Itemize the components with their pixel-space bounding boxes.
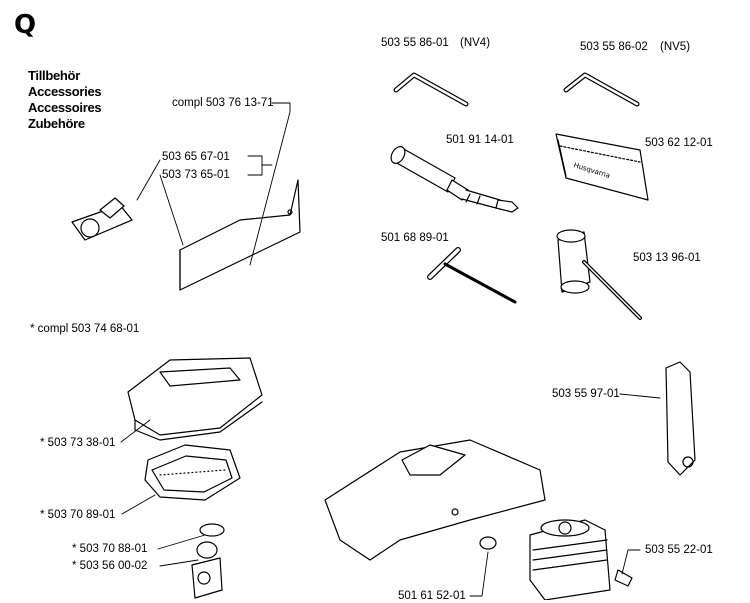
allen-key-nv5 <box>563 72 640 107</box>
leader-lines <box>120 102 661 597</box>
combination-spanner <box>556 229 642 320</box>
sprocket-cover <box>179 179 301 291</box>
label-nv4: (NV4) <box>460 37 491 49</box>
label-503-55-22-01: 503 55 22-01 <box>645 544 713 556</box>
label-501-91-14-01: 501 91 14-01 <box>446 134 514 146</box>
file-guide: Husqvarna <box>555 133 649 201</box>
label-nv5: (NV5) <box>660 41 691 53</box>
chain-brake-lever <box>71 197 133 241</box>
allen-key-nv4 <box>393 72 469 107</box>
air-filter <box>144 444 241 501</box>
cylinder <box>529 519 633 600</box>
section-letter: Q <box>14 10 37 40</box>
label-503-73-38-01: * 503 73 38-01 <box>40 437 116 449</box>
intake-gasket <box>191 523 225 599</box>
bar-guard <box>665 361 696 476</box>
label-compl-cover: compl 503 76 13-71 <box>172 97 274 109</box>
label-501-68-89-01: 501 68 89-01 <box>381 232 449 244</box>
label-503-13-96-01: 503 13 96-01 <box>633 252 701 264</box>
title-french: Accessoires <box>28 100 102 115</box>
label-503-55-86-02: 503 55 86-02 <box>580 41 648 53</box>
label-503-55-86-01: 503 55 86-01 <box>381 37 449 49</box>
grease-gun <box>390 146 519 213</box>
label-503-56-00-02: * 503 56 00-02 <box>72 560 148 572</box>
t-wrench <box>427 247 517 304</box>
label-501-61-52-01: 501 61 52-01 <box>398 590 466 602</box>
title-german: Zubehöre <box>28 116 85 131</box>
label-503-62-12-01: 503 62 12-01 <box>645 137 713 149</box>
label-503-73-65-01: 503 73 65-01 <box>162 169 230 181</box>
top-cover <box>324 439 546 561</box>
label-503-70-88-01: * 503 70 88-01 <box>72 543 148 555</box>
label-compl-filter-kit: * compl 503 74 68-01 <box>30 323 140 335</box>
label-503-55-97-01: 503 55 97-01 <box>552 388 620 400</box>
label-503-70-89-01: * 503 70 89-01 <box>40 509 116 521</box>
title-swedish: Tillbehör <box>28 68 80 83</box>
label-503-65-67-01: 503 65 67-01 <box>162 151 230 163</box>
title-english: Accessories <box>28 84 102 99</box>
filter-cover <box>127 357 263 441</box>
